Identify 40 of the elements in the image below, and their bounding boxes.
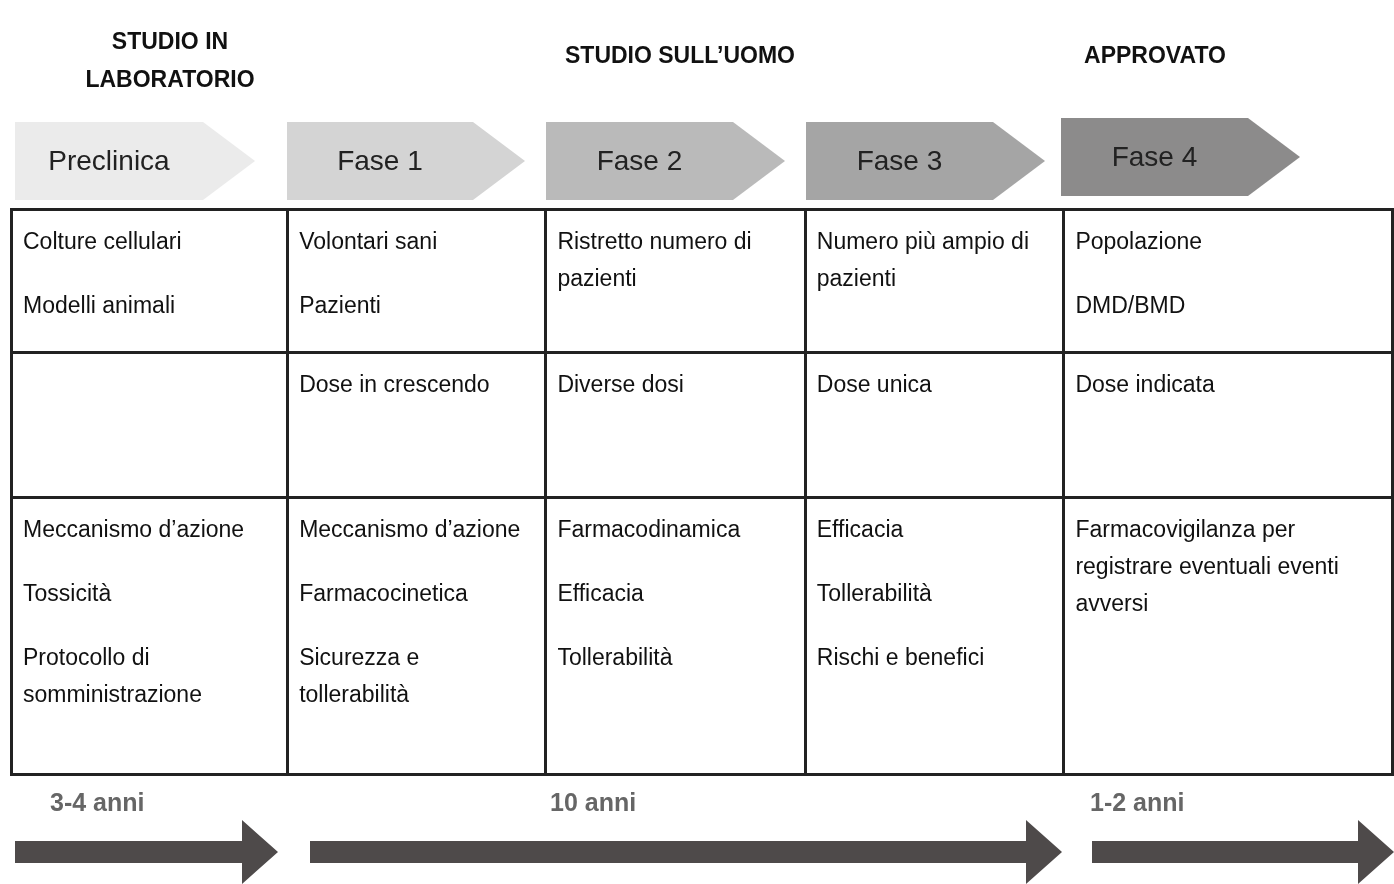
stage-heading: STUDIO IN LABORATORIO (84, 27, 256, 94)
cell-text: Farmacodinamica (557, 515, 742, 544)
cell-text: Meccanismo d’azione (299, 515, 522, 544)
phase-label: Fase 2 (595, 144, 684, 178)
cell-text: Modelli animali (23, 291, 177, 320)
stage-heading: APPROVATO (1083, 41, 1227, 70)
cell-text: Rischi e benefici (816, 643, 986, 672)
phase-label: Fase 4 (1110, 140, 1199, 174)
phase-tag (806, 122, 1045, 200)
cell-text: Efficacia (557, 579, 645, 608)
cell-text: Efficacia (816, 515, 905, 544)
cell-text: DMD/BMD (1075, 291, 1187, 320)
phase-tag (287, 122, 525, 200)
cell-text: Ristretto numero di pazienti (557, 227, 753, 293)
cell-text: Tollerabilità (557, 643, 674, 672)
cell-text: Popolazione (1075, 227, 1203, 256)
phase-tag (546, 122, 785, 200)
phase-tag (1061, 118, 1300, 196)
cell-text: Farmacocinetica (299, 579, 469, 608)
cell-text: Colture cellulari (23, 227, 183, 256)
cell-text: Tossicità (23, 579, 113, 608)
cell-text: Protocollo di somministrazione (23, 643, 203, 709)
cell-text: Tollerabilità (816, 579, 933, 608)
cell-text: Volontari sani (299, 227, 439, 256)
cell-text: Dose in crescendo (299, 370, 491, 399)
phase-label: Fase 3 (855, 144, 944, 178)
stage-heading: STUDIO SULL’UOMO (564, 41, 796, 70)
cell-text: Numero più ampio di pazienti (816, 227, 1030, 293)
phase-label: Preclinica (47, 144, 171, 178)
cell-text: Sicurezza e tollerabilità (299, 643, 421, 709)
cell-text: Pazienti (299, 291, 382, 320)
cell-text: Meccanismo d’azione (23, 515, 246, 544)
cell-text: Diverse dosi (557, 370, 685, 399)
phase-label: Fase 1 (336, 144, 424, 178)
duration-label: 1-2 anni (1090, 788, 1185, 817)
cell-text: Farmacovigilanza per registrare eventuali eventi avversi (1075, 515, 1340, 618)
cell-text: Dose indicata (1075, 370, 1216, 399)
cell-text: Dose unica (816, 370, 933, 399)
duration-label: 3-4 anni (50, 788, 145, 817)
duration-label: 10 anni (550, 788, 637, 817)
